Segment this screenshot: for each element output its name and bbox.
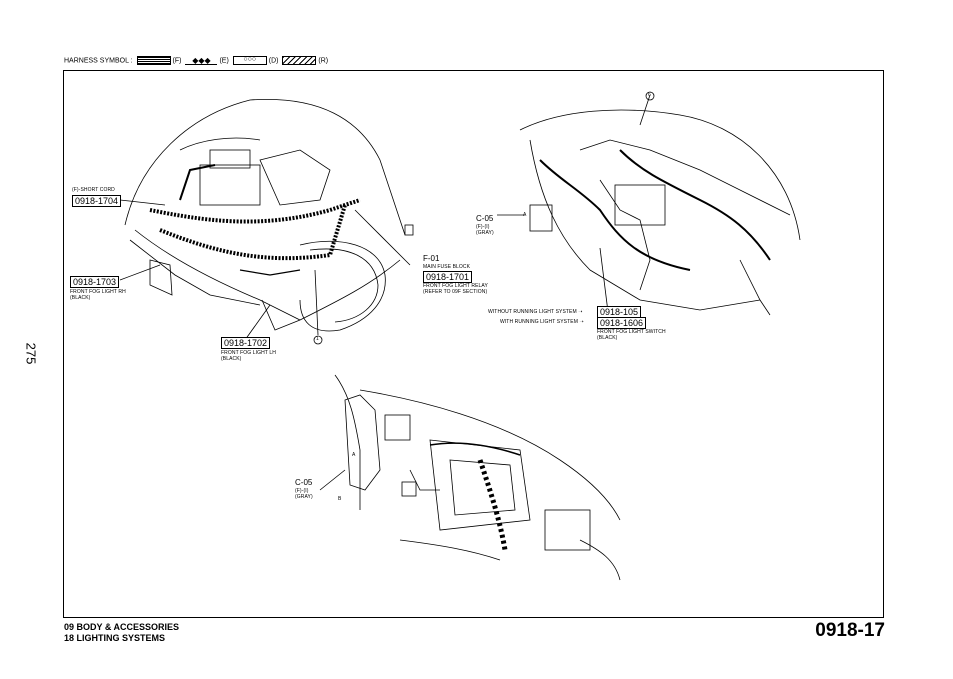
marker-1: 1 xyxy=(316,336,319,342)
footer-code: 0918-17 xyxy=(815,620,885,641)
harness-symbol-legend: HARNESS SYMBOL : (F) ◆◆◆(E) ○○○(D) (R) xyxy=(64,56,328,65)
connector-0918-1702-desc: FRONT FOG LIGHT LH (BLACK) xyxy=(221,350,276,362)
desc-line: (BLACK) xyxy=(221,356,242,362)
connector-0918-1703: 0918-1703 xyxy=(70,276,120,288)
connector-0918-1606: 0918-1606 xyxy=(597,317,647,329)
desc-line: (GRAY) xyxy=(476,230,494,236)
connector-0918-1701-desc: FRONT FOG LIGHT RELAY (REFER TO 09F SECT… xyxy=(423,283,488,295)
marker-b-bottom: B xyxy=(338,496,342,502)
c05-desc: (F)-(I) (GRAY) xyxy=(476,224,494,236)
marker-6: 6 xyxy=(648,92,651,98)
legend-d-label: (D) xyxy=(268,57,279,65)
label-text: WITHOUT RUNNING LIGHT SYSTEM xyxy=(488,309,577,315)
connector-0918-1606-desc: FRONT FOG LIGHT SWITCH (BLACK) xyxy=(597,329,666,341)
connector-0918-1703-desc: FRONT FOG LIGHT RH (BLACK) xyxy=(70,289,126,301)
legend-symbol-r xyxy=(282,56,317,65)
marker-a-bottom: A xyxy=(352,452,356,458)
desc-line: (BLACK) xyxy=(70,295,91,301)
desc-line: (REFER TO 09F SECTION) xyxy=(423,289,488,295)
desc-line: FRONT FOG LIGHT LH xyxy=(221,350,276,356)
legend-r-label: (R) xyxy=(318,57,329,65)
legend-symbol-d: ○○○ xyxy=(232,56,267,65)
c05-label: C-05 xyxy=(476,214,494,223)
connector-0918-1702: 0918-1702 xyxy=(221,337,271,349)
f01-desc: MAIN FUSE BLOCK xyxy=(423,264,471,270)
with-running-light-label: WITH RUNNING LIGHT SYSTEM ➝ xyxy=(500,319,584,325)
engine-bay-drawing xyxy=(119,98,414,345)
desc-line: FRONT FOG LIGHT RH xyxy=(70,289,126,295)
desc-line: FRONT FOG LIGHT SWITCH xyxy=(597,329,666,335)
legend-symbol-e: ◆◆◆ xyxy=(185,56,218,65)
legend-title: HARNESS SYMBOL : xyxy=(64,57,133,65)
connector-0918-1701: 0918-1701 xyxy=(423,271,473,283)
footer-line-2: 18 LIGHTING SYSTEMS xyxy=(64,633,166,643)
short-cord-label: (F)-SHORT CORD xyxy=(72,187,115,193)
legend-f-label: (F) xyxy=(172,57,182,65)
dashboard-drawing xyxy=(497,91,801,316)
bottom-c05-label: C-05 xyxy=(295,478,313,487)
connector-0918-1704: 0918-1704 xyxy=(72,195,122,207)
desc-line: (BLACK) xyxy=(597,335,618,341)
diagram-frame xyxy=(63,70,884,618)
desc-line: (F)-(I) xyxy=(476,224,490,230)
label-text: WITH RUNNING LIGHT SYSTEM xyxy=(500,319,578,325)
desc-line: (F)-(I) xyxy=(295,488,309,494)
desc-line: (GRAY) xyxy=(295,494,313,500)
desc-line: FRONT FOG LIGHT RELAY xyxy=(423,283,488,289)
legend-symbol-f xyxy=(136,56,171,65)
f01-label: F-01 xyxy=(423,254,440,263)
lower-dashboard-drawing xyxy=(319,374,621,581)
bottom-c05-desc: (F)-(I) (GRAY) xyxy=(295,488,313,500)
footer-section: 09 BODY & ACCESSORIES 18 LIGHTING SYSTEM… xyxy=(64,622,179,644)
marker-a: A xyxy=(523,212,527,218)
without-running-light-label: WITHOUT RUNNING LIGHT SYSTEM ➝ xyxy=(488,309,583,315)
footer-line-1: 09 BODY & ACCESSORIES xyxy=(64,622,180,632)
legend-e-label: (E) xyxy=(219,57,229,65)
